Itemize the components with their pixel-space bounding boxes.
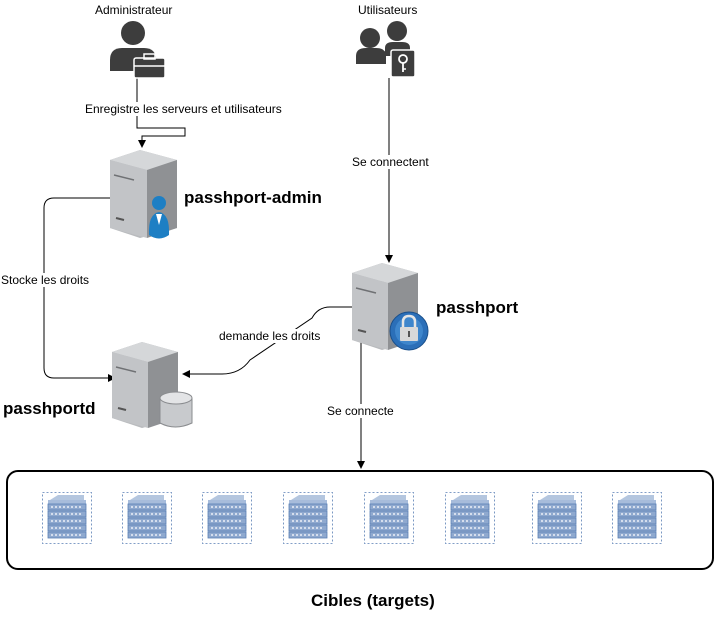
rack-server-icon — [122, 492, 172, 544]
edge-stores-rights — [43, 197, 116, 382]
rack-server-icon — [612, 492, 662, 544]
administrator-label: Administrateur — [95, 3, 173, 17]
rack-server-icon — [364, 492, 414, 544]
edge-label-admin-registers: Enregistre les serveurs et utilisateurs — [85, 102, 282, 116]
rack-server-icon — [283, 492, 333, 544]
main-server-name: passhport — [436, 298, 519, 317]
daemon-server-name: passhportd — [3, 399, 96, 418]
targets-title: Cibles (targets) — [311, 591, 435, 610]
rack-server-icon — [42, 492, 92, 544]
admin-server-name: passhport-admin — [184, 188, 322, 207]
targets-container — [6, 470, 714, 570]
rack-server-icon — [202, 492, 252, 544]
rack-server-icon — [532, 492, 582, 544]
edge-label-requests-rights: demande les droits — [219, 329, 321, 343]
edge-admin-registers — [136, 68, 186, 148]
edge-label-connects: Se connecte — [327, 404, 394, 418]
rack-server-icon — [445, 492, 495, 544]
users-label: Utilisateurs — [358, 3, 418, 17]
edge-label-users-connect: Se connectent — [352, 155, 429, 169]
edge-label-stores-rights: Stocke les droits — [1, 273, 90, 287]
